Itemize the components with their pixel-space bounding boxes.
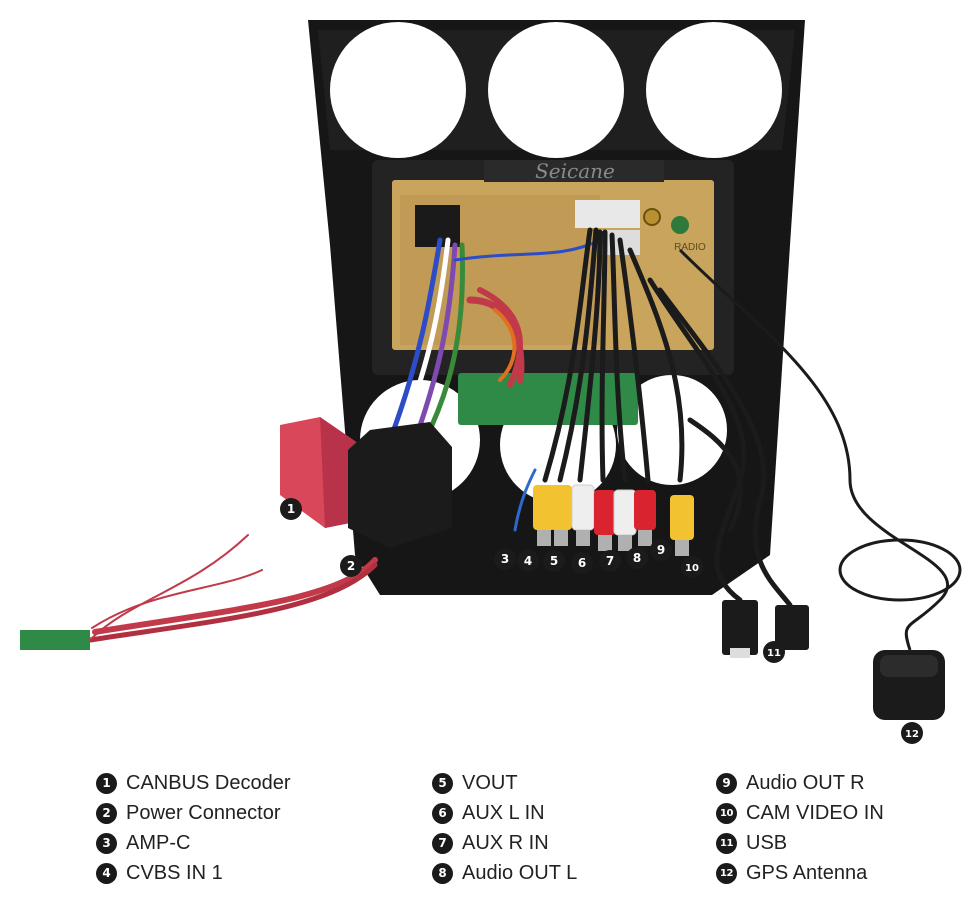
air-vent-left xyxy=(330,22,466,158)
gps-antenna xyxy=(678,248,962,720)
svg-text:7: 7 xyxy=(606,554,614,568)
brand-watermark: Seicane xyxy=(535,159,615,183)
radio-label: RADIO xyxy=(674,242,706,253)
badge-10: 10 xyxy=(681,556,703,578)
badge-8: 8 xyxy=(626,547,648,569)
svg-text:6: 6 xyxy=(578,556,586,570)
air-vent-right xyxy=(646,22,782,158)
legend-label: VOUT xyxy=(462,771,518,794)
badge-2: 2 xyxy=(340,555,362,577)
wiring-diagram: Seicane RADIO xyxy=(20,20,962,744)
svg-text:10: 10 xyxy=(685,563,699,574)
legend-item: 7 AUX R IN xyxy=(432,828,577,858)
svg-text:8: 8 xyxy=(633,551,641,565)
legend-item: 11 USB xyxy=(716,828,884,858)
svg-text:11: 11 xyxy=(767,648,781,659)
badge-7: 7 xyxy=(599,550,621,572)
legend-item: 9 Audio OUT R xyxy=(716,768,884,798)
badge-9: 9 xyxy=(650,539,672,561)
legend-label: AUX L IN xyxy=(462,801,545,824)
legend-number: 9 xyxy=(716,772,737,794)
legend-number: 6 xyxy=(432,802,453,824)
legend-item: 3 AMP-C xyxy=(96,828,291,858)
legend-number: 4 xyxy=(96,862,117,884)
badge-11: 11 xyxy=(763,641,785,663)
legend-item: 8 Audio OUT L xyxy=(432,858,577,888)
usb-plugs xyxy=(722,600,809,658)
legend-label: Audio OUT L xyxy=(462,861,578,884)
badge-12: 12 xyxy=(901,722,923,744)
badge-4: 4 xyxy=(517,550,539,572)
legend-number: 12 xyxy=(716,862,737,884)
legend-label: AUX R IN xyxy=(462,831,549,854)
legend-number: 8 xyxy=(432,862,453,884)
legend-label: Audio OUT R xyxy=(746,771,865,794)
legend-number: 5 xyxy=(432,772,453,794)
legend-label: CVBS IN 1 xyxy=(126,861,223,884)
legend-number: 3 xyxy=(96,832,117,854)
svg-text:4: 4 xyxy=(524,554,532,568)
legend-number: 2 xyxy=(96,802,117,824)
power-connector xyxy=(20,534,378,650)
legend-label: Power Connector xyxy=(126,801,281,824)
air-vent-center xyxy=(488,22,624,158)
usb-cables xyxy=(647,277,793,608)
legend-number: 7 xyxy=(432,832,453,854)
rca-cables xyxy=(513,227,685,532)
legend-label: AMP-C xyxy=(126,831,191,854)
circuit-board xyxy=(458,373,638,425)
legend-label: CAM VIDEO IN xyxy=(746,801,884,824)
rca-plugs xyxy=(533,484,694,556)
legend-item: 5 VOUT xyxy=(432,768,577,798)
legend-item: 10 CAM VIDEO IN xyxy=(716,798,884,828)
legend-item: 1 CANBUS Decoder xyxy=(96,768,291,798)
legend-item: 6 AUX L IN xyxy=(432,798,577,828)
legend-label: GPS Antenna xyxy=(746,861,868,884)
legend-column-middle: 5 VOUT 6 AUX L IN 7 AUX R IN 8 Audio OUT L xyxy=(432,768,577,888)
badge-5: 5 xyxy=(543,550,565,572)
legend-item: 12 GPS Antenna xyxy=(716,858,884,888)
svg-text:3: 3 xyxy=(501,552,509,566)
legend-item: 2 Power Connector xyxy=(96,798,291,828)
legend-number: 10 xyxy=(716,802,737,824)
legend-label: USB xyxy=(746,831,788,854)
legend-column-right: 9 Audio OUT R 10 CAM VIDEO IN 11 USB 12 GPS … xyxy=(716,768,884,888)
legend-item: 4 CVBS IN 1 xyxy=(96,858,291,888)
badge-3: 3 xyxy=(494,548,516,570)
svg-text:5: 5 xyxy=(550,554,558,568)
svg-text:2: 2 xyxy=(347,559,355,573)
badge-6: 6 xyxy=(571,552,593,574)
wire-harness xyxy=(387,237,602,443)
head-unit: Seicane RADIO xyxy=(392,159,714,350)
legend-number: 1 xyxy=(96,772,117,794)
svg-text:1: 1 xyxy=(287,502,295,516)
legend-label: CANBUS Decoder xyxy=(126,771,291,794)
badge-1: 1 xyxy=(280,498,302,520)
svg-text:9: 9 xyxy=(657,543,665,557)
legend-number: 11 xyxy=(716,832,737,854)
canbus-decoder xyxy=(280,417,452,548)
svg-text:12: 12 xyxy=(905,729,919,740)
